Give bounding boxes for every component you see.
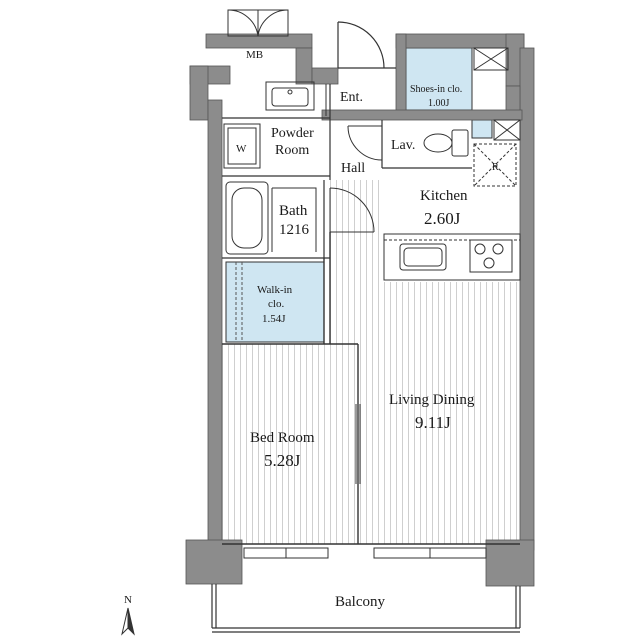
kitchen-size: 2.60J bbox=[424, 209, 461, 228]
washer-label: W bbox=[236, 143, 247, 155]
shoes-closet-size: 1.00J bbox=[428, 98, 450, 109]
entrance-door[interactable] bbox=[337, 21, 396, 69]
hall-label: Hall bbox=[341, 161, 365, 176]
living-dining-label: Living Dining bbox=[389, 392, 475, 408]
bed-room-floor bbox=[222, 344, 358, 544]
bath-door[interactable] bbox=[271, 187, 317, 252]
bath-walls bbox=[222, 180, 330, 259]
balcony-windows[interactable] bbox=[243, 547, 487, 559]
powder-room-label-2: Room bbox=[275, 143, 309, 158]
duct-shaft bbox=[473, 47, 521, 141]
toilet-icon bbox=[423, 129, 469, 157]
washbasin-icon bbox=[265, 81, 315, 111]
interior-walls bbox=[222, 232, 520, 545]
balcony-label: Balcony bbox=[335, 594, 385, 610]
bed-room-size: 5.28J bbox=[264, 451, 301, 470]
bed-room-label: Bed Room bbox=[250, 430, 315, 446]
walk-in-closet-shelf bbox=[235, 262, 243, 342]
stove-icon bbox=[469, 239, 513, 273]
kitchen-label: Kitchen bbox=[420, 188, 468, 204]
refrigerator-icon bbox=[473, 143, 517, 187]
north-label: N bbox=[124, 594, 132, 606]
refrigerator-label: R bbox=[492, 162, 499, 173]
walk-in-closet-size: 1.54J bbox=[262, 313, 286, 325]
washer-icon bbox=[223, 123, 261, 169]
bed-room-door[interactable] bbox=[355, 404, 361, 484]
entrance-label: Ent. bbox=[340, 90, 363, 105]
lavatory-door[interactable] bbox=[347, 125, 383, 161]
powder-room-label-1: Powder bbox=[271, 126, 314, 141]
lav-shelf-fill bbox=[471, 119, 493, 139]
bathtub-icon bbox=[225, 181, 269, 255]
powder-room-door[interactable] bbox=[325, 84, 331, 116]
living-dining-floor bbox=[330, 282, 520, 544]
walk-in-closet-label-2: clo. bbox=[268, 298, 284, 310]
bath-label: Bath bbox=[279, 203, 308, 219]
sink-icon bbox=[399, 243, 447, 271]
hall-floor bbox=[330, 180, 382, 290]
bath-size: 1216 bbox=[279, 222, 310, 238]
walls bbox=[185, 33, 535, 587]
mb-label: MB bbox=[246, 49, 263, 61]
mb-door[interactable] bbox=[227, 9, 289, 37]
shoes-closet-fill bbox=[405, 47, 473, 111]
living-dining-size: 9.11J bbox=[415, 413, 451, 432]
balcony-rail bbox=[211, 584, 521, 633]
north-arrow-icon bbox=[121, 607, 135, 636]
shoes-closet-label: Shoes-in clo. bbox=[410, 84, 462, 95]
walk-in-closet-label-1: Walk-in bbox=[257, 284, 293, 296]
lavatory-label: Lav. bbox=[391, 138, 415, 153]
hall-door[interactable] bbox=[329, 187, 375, 233]
